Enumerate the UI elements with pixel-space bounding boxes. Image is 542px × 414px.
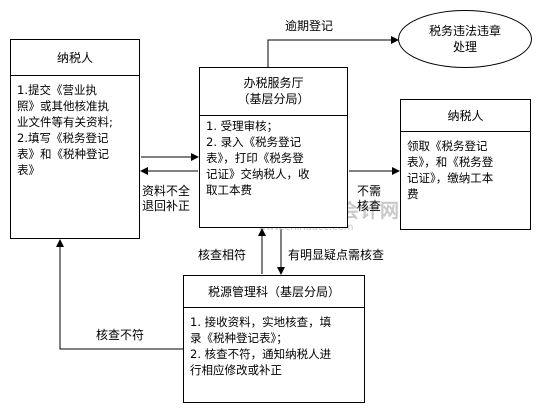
node-violation: 税务违法违章 处理 (398, 10, 532, 68)
edge-label-line: 不需 (357, 184, 382, 198)
node-body: 1. 受理审核； 2. 录入《税务登记 表》，打印《税务登 记证》交纳税人，收 … (200, 116, 347, 201)
node-title: 纳税人 (11, 40, 139, 76)
node-line: 行相应修改或补正 (190, 363, 282, 377)
node-violation-line: 处理 (452, 40, 477, 54)
node-line: 记证》交纳税人，收 (206, 167, 310, 181)
node-line: 2.填写《税务登记 (17, 131, 109, 145)
node-line: 录《税种登记表》； (190, 331, 288, 345)
node-line: 2. 核查不符，通知纳税人进 (190, 347, 332, 361)
edge-label-line: 退回补正 (142, 199, 191, 213)
node-line: 费 (407, 187, 419, 201)
node-taxpayer-left: 纳税人 1.提交《营业执 照》或其他核准执 业文件等有关资料; 2.填写《税务登… (10, 39, 140, 239)
edge-label-doubt: 有明显疑点需核查 (288, 248, 385, 262)
edge-label-line: 资料不全 (142, 184, 191, 198)
node-body: 领取《税务登记 表》，和《税务登 记证》，缴纳工本 费 (401, 132, 530, 205)
node-body: 1. 接收资料，实地核查，填 录《税种登记表》； 2. 核查不符，通知纳税人进 … (184, 308, 364, 381)
node-line: 1. 接收资料，实地核查，填 (190, 315, 332, 329)
node-line: 2. 录入《税务登记 (206, 135, 302, 149)
node-line: 照》或其他核准执 (17, 99, 109, 113)
node-line: 记证》，缴纳工本 (407, 171, 494, 185)
arrow-overdue (267, 36, 399, 67)
arrow-mismatch (56, 239, 183, 350)
node-line: 领取《税务登记 (407, 139, 488, 153)
node-violation-line: 税务违法违章 (428, 24, 501, 38)
node-title: 办税服务厅 （基层分局） (200, 68, 347, 116)
edge-label-mismatch: 核查不符 (96, 328, 145, 342)
node-body: 1.提交《营业执 照》或其他核准执 业文件等有关资料; 2.填写《税务登记 表》… (11, 76, 139, 181)
node-line: 取工本费 (206, 183, 252, 197)
edge-label-check-match: 核查相符 (198, 248, 247, 262)
node-line: 1. 受理审核； (206, 119, 279, 133)
node-line: 表》 (17, 163, 40, 177)
node-title: 纳税人 (401, 100, 530, 132)
node-taxpayer-right: 纳税人 领取《税务登记 表》，和《税务登 记证》，缴纳工本 费 (400, 99, 531, 230)
node-title-line: （基层分局） (237, 92, 310, 106)
node-line: 表》，和《税务登 (407, 155, 494, 169)
node-service-hall: 办税服务厅 （基层分局） 1. 受理审核； 2. 录入《税务登记 表》，打印《税… (199, 67, 348, 228)
edge-label-overdue: 逾期登记 (285, 19, 334, 33)
edge-label-incomplete: 资料不全 退回补正 (142, 184, 190, 214)
edge-label-line: 核查 (357, 199, 382, 213)
node-line: 表》，打印《税务登 (206, 151, 304, 165)
node-line: 表》和《税种登记 (17, 147, 109, 161)
node-tax-source: 税源管理科（基层分局） 1. 接收资料，实地核查，填 录《税种登记表》； 2. … (183, 275, 365, 403)
node-title: 税源管理科（基层分局） (184, 276, 364, 308)
node-line: 业文件等有关资料; (17, 115, 113, 129)
node-title-line: 办税服务厅 (243, 76, 304, 90)
node-line: 1.提交《营业执 (17, 83, 97, 97)
edge-label-no-check: 不需 核查 (357, 184, 381, 214)
